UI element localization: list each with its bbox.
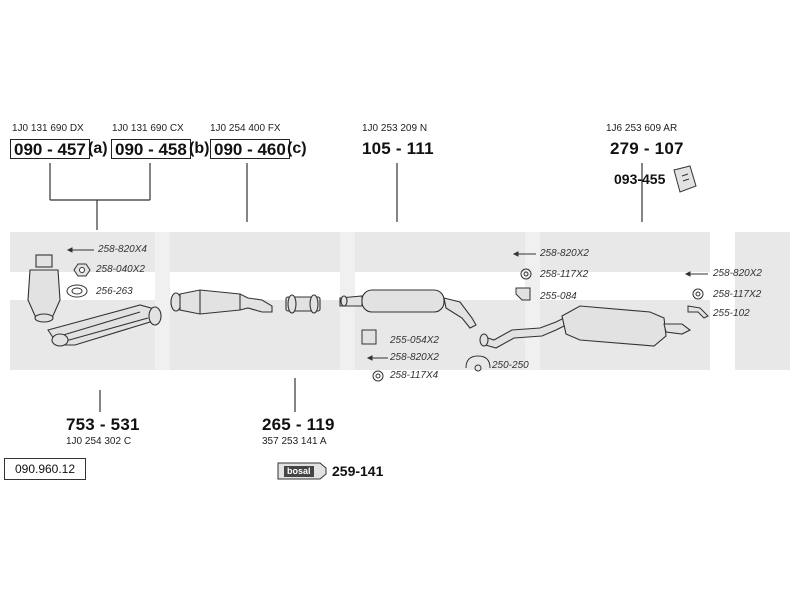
oem-ref-centre: 1J0 253 209 N bbox=[362, 123, 428, 134]
rear-silencer bbox=[479, 305, 692, 349]
part-number-279-107[interactable]: 279 - 107 bbox=[610, 139, 684, 158]
centre-silencer bbox=[339, 289, 477, 329]
part-number-090-458[interactable]: 090 - 458 bbox=[111, 139, 191, 159]
acc-255-084[interactable]: 255-084 bbox=[540, 291, 577, 302]
acc-258-820x2-c[interactable]: 258-820X2 bbox=[390, 352, 439, 363]
part-number-265-119[interactable]: 265 - 119 bbox=[262, 415, 335, 434]
part-number-090-457[interactable]: 090 - 457 bbox=[10, 139, 90, 159]
paste-label: bosal bbox=[284, 466, 314, 477]
part-number-105-111[interactable]: 105 - 111 bbox=[362, 139, 434, 158]
catalog-code: 090.960.12 bbox=[4, 458, 86, 480]
oem-ref-front-pipe: 357 253 141 A bbox=[262, 436, 327, 447]
acc-256-263[interactable]: 256-263 bbox=[96, 286, 133, 297]
part-number-093-455[interactable]: 093-455 bbox=[614, 171, 666, 187]
suffix-a: (a) bbox=[88, 140, 108, 157]
pipe-clamp bbox=[285, 294, 321, 314]
exhaust-manifold bbox=[27, 254, 162, 347]
acc-258-117x2-b[interactable]: 258-117X2 bbox=[540, 269, 589, 280]
acc-258-117x2-d[interactable]: 258-117X2 bbox=[713, 289, 762, 300]
acc-258-820x2-b[interactable]: 258-820X2 bbox=[540, 248, 589, 259]
part-number-090-460[interactable]: 090 - 460 bbox=[210, 139, 290, 159]
acc-258-820x4[interactable]: 258-820X4 bbox=[98, 244, 147, 255]
acc-258-040x2[interactable]: 258-040X2 bbox=[96, 264, 145, 275]
acc-258-820x2-d[interactable]: 258-820X2 bbox=[713, 268, 762, 279]
oem-ref-c: 1J0 254 400 FX bbox=[210, 123, 281, 134]
acc-255-054x2[interactable]: 255-054X2 bbox=[390, 335, 439, 346]
oem-ref-a: 1J0 131 690 DX bbox=[12, 123, 84, 134]
oem-ref-b: 1J0 131 690 CX bbox=[112, 123, 184, 134]
front-pipe bbox=[170, 289, 273, 315]
oem-ref-manifold: 1J0 254 302 C bbox=[66, 436, 132, 447]
acc-250-250[interactable]: 250-250 bbox=[492, 360, 529, 371]
part-number-753-531[interactable]: 753 - 531 bbox=[66, 415, 140, 434]
acc-258-117x4[interactable]: 258-117X4 bbox=[390, 370, 439, 381]
suffix-c: (c) bbox=[287, 140, 307, 157]
acc-255-102[interactable]: 255-102 bbox=[713, 308, 750, 319]
suffix-b: (b) bbox=[189, 140, 210, 157]
leader-lines bbox=[49, 163, 643, 412]
oem-ref-rear: 1J6 253 609 AR bbox=[606, 123, 678, 134]
part-number-259-141[interactable]: 259-141 bbox=[332, 463, 384, 479]
